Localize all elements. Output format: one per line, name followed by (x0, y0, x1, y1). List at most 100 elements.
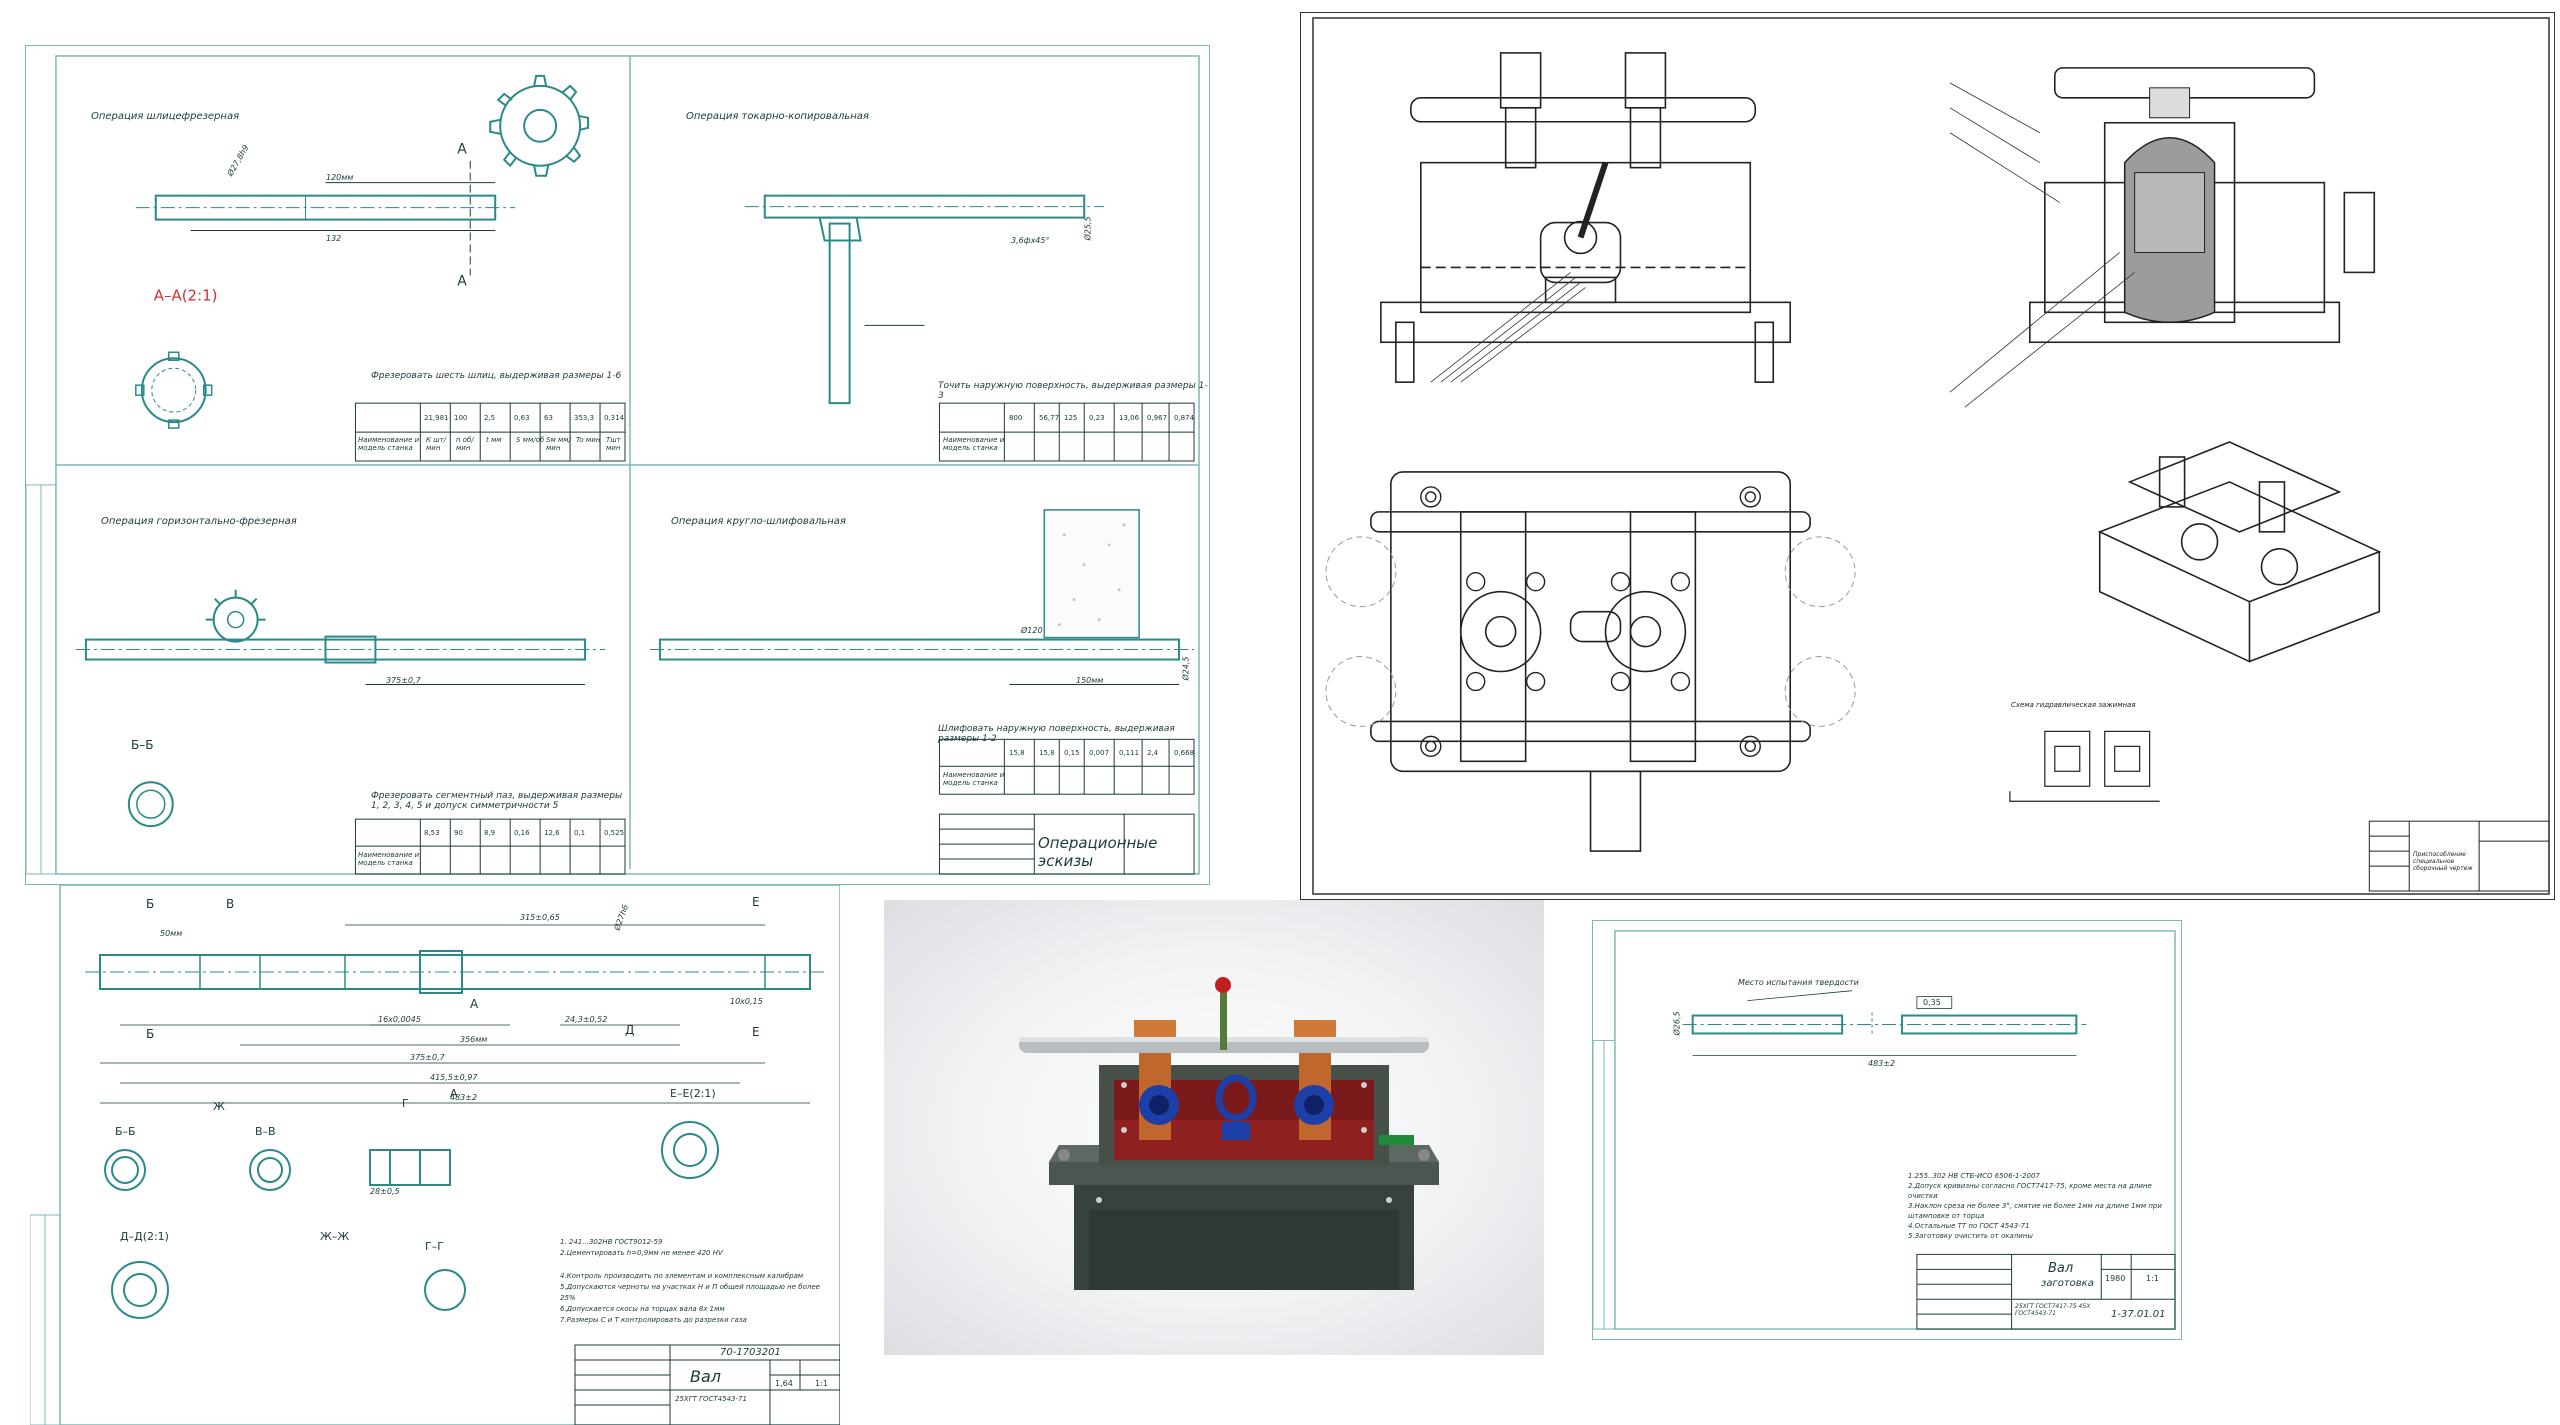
view-a: А (450, 1087, 458, 1100)
blank-mass: 1980 (2105, 1274, 2126, 1283)
section-aa-label: А–А(2:1) (154, 286, 218, 304)
dim-dia-25: Ø25,5 (1083, 216, 1093, 241)
t2-v3: 0,23 (1089, 414, 1105, 422)
t4-v2: 0,15 (1064, 749, 1080, 757)
dim-tolerance: 0,35 (1923, 998, 1941, 1007)
label-v1: В (226, 897, 235, 911)
note-2: 2.Цементировать h=0,9мм не менее 420 НV (560, 1249, 723, 1257)
note-op2: Точить наружную поверхность, выдерживая … (938, 381, 1208, 401)
material: 25ХГТ ГОСТ4543-71 (675, 1395, 747, 1403)
t3-v4: 12,6 (544, 829, 560, 837)
label-zh: Ж (213, 1100, 225, 1113)
op3-title: Операция горизонтально-фрезерная (101, 516, 297, 527)
label-e2: Е (752, 1025, 760, 1039)
h-sm: Sм мм/мин (546, 436, 571, 452)
h-n: n об/мин (456, 436, 474, 452)
dim-dia-24: Ø24,5 (1181, 656, 1191, 681)
sheet-operation-sketches: А А А–А(2:1) (25, 45, 1210, 885)
blank-material: 25ХГТ ГОСТ7417-75 45Х ГОСТ4543-71 (2015, 1303, 2091, 1317)
blank-scale: 1:1 (2146, 1274, 2159, 1283)
table-header-machine: Наименование и модель станка (358, 436, 420, 452)
sheet-shaft-drawing: Б В Е Б Е А Д Б–Б В–В Г А Е–Е(2:1) Д–Д(2… (30, 885, 840, 1425)
dim-356: 356мм (460, 1035, 488, 1044)
t3-v0: 8,53 (424, 829, 440, 837)
section-bb: Б–Б (115, 1125, 136, 1138)
t3-v2: 8,9 (484, 829, 496, 837)
t1-v0: 21,981 (424, 414, 449, 422)
section-dd: Д–Д(2:1) (120, 1230, 169, 1243)
label-d: Д (625, 1023, 635, 1037)
note-6: 6.Допускается скосы на торцах вала 8х 1м… (560, 1305, 725, 1313)
sheet-blank-drawing: Место испытания твердости 483±2 Ø26,5 0,… (1592, 920, 2182, 1340)
note-5: 5.Допускаются черноты на участках Н и П … (560, 1283, 820, 1302)
title: Вал (690, 1367, 722, 1386)
dim-375: 375±0,7 (386, 676, 421, 685)
t1-v5: 353,3 (574, 414, 595, 422)
t4-v5: 2,4 (1147, 749, 1159, 757)
t3-v6: 0,525 (604, 829, 625, 837)
assembly-title-block: Приспособление специальное сборочный чер… (2413, 851, 2473, 872)
blank-note-1: 1.255..302 НВ СТБ-ИСО 6506-1-2007 (1908, 1172, 2040, 1180)
t4-v6: 0,668 (1174, 749, 1195, 757)
note-op4: Шлифовать наружную поверхность, выдержив… (938, 724, 1175, 744)
label-a: А (470, 997, 479, 1011)
table-header-machine-3: Наименование и модель станка (358, 851, 420, 867)
t2-v0: 800 (1009, 414, 1023, 422)
h-s: S мм/об (516, 436, 545, 444)
table-header-machine-4: Наименование и модель станка (943, 771, 1005, 787)
t2-v4: 13,06 (1119, 414, 1140, 422)
svg-text:А: А (457, 142, 467, 158)
t1-v3: 0,63 (514, 414, 530, 422)
note-1: 1. 241...302НВ ГОСТ9012-59 (560, 1238, 663, 1246)
table4-values: 15,8 15,8 0,15 0,007 0,111 2,4 0,668 (1009, 749, 1199, 757)
sheet-fixture-assembly: Схема гидравлическая зажимная Приспособл… (1300, 12, 2555, 900)
h-k: К шт/мин (426, 436, 447, 452)
dim-415: 415,5±0,97 (430, 1073, 478, 1082)
dim-16x: 16х0,0045 (378, 1015, 421, 1024)
op2-title: Операция токарно-копировальная (686, 111, 869, 122)
blank-subtitle: заготовка (2041, 1278, 2094, 1289)
t4-v1: 15,8 (1039, 749, 1055, 757)
t1-v4: 63 (544, 414, 553, 422)
t3-v1: 90 (454, 829, 463, 837)
dim-120: 120мм (326, 173, 354, 182)
mass: 1,64 (775, 1379, 793, 1388)
label-b1: Б (146, 897, 155, 911)
table-header-machine-2: Наименование и модель станка (943, 436, 1005, 452)
doc-number: 70-1703201 (720, 1347, 781, 1358)
dim-chamfer: 3,6фх45° (1011, 236, 1050, 245)
note-4: 4.Контроль производить по элементам и ко… (560, 1272, 804, 1280)
blank-note-3: 3.Наклон среза не более 3°, смятие не бо… (1908, 1202, 2162, 1220)
sheet1-title: Операционные эскизы (1038, 834, 1158, 870)
section-zhzh: Ж–Ж (320, 1230, 350, 1243)
label-e1: Е (752, 895, 760, 909)
t2-v6: 0,874 (1174, 414, 1195, 422)
op1-title: Операция шлицефрезерная (91, 111, 240, 122)
section-vv: В–В (255, 1125, 276, 1138)
dim-50: 50мм (160, 929, 183, 938)
fixture-3d-render (884, 900, 1544, 1355)
section-ee: Е–Е(2:1) (670, 1087, 716, 1100)
svg-text:А: А (457, 273, 467, 289)
t4-v0: 15,8 (1009, 749, 1025, 757)
dim-28: 28±0,5 (370, 1187, 400, 1196)
t4-v3: 0,007 (1089, 749, 1110, 757)
dim-length: 483±2 (1868, 1059, 1896, 1068)
note-7: 7.Размеры С и Т контролировать до разрез… (560, 1316, 747, 1324)
technical-notes: 1. 241...302НВ ГОСТ9012-59 2.Цементирова… (560, 1237, 820, 1326)
section-bb-label: Б–Б (131, 738, 154, 752)
dim-r120: Ø120 (1021, 626, 1043, 635)
t2-v1: 56,77 (1039, 414, 1060, 422)
note-op1: Фрезеровать шесть шлиц, выдерживая разме… (371, 371, 622, 381)
op4-title: Операция круглo-шлифовальная (671, 516, 846, 527)
section-gg: Г–Г (425, 1240, 444, 1253)
dim-315: 315±0,65 (520, 913, 560, 922)
t4-v4: 0,111 (1119, 749, 1140, 757)
t1-v6: 0,314 (604, 414, 625, 422)
blank-note-4: 4.Остальные ТТ по ГОСТ 4543-71 (1908, 1222, 2030, 1230)
t1-v1: 100 (454, 414, 468, 422)
